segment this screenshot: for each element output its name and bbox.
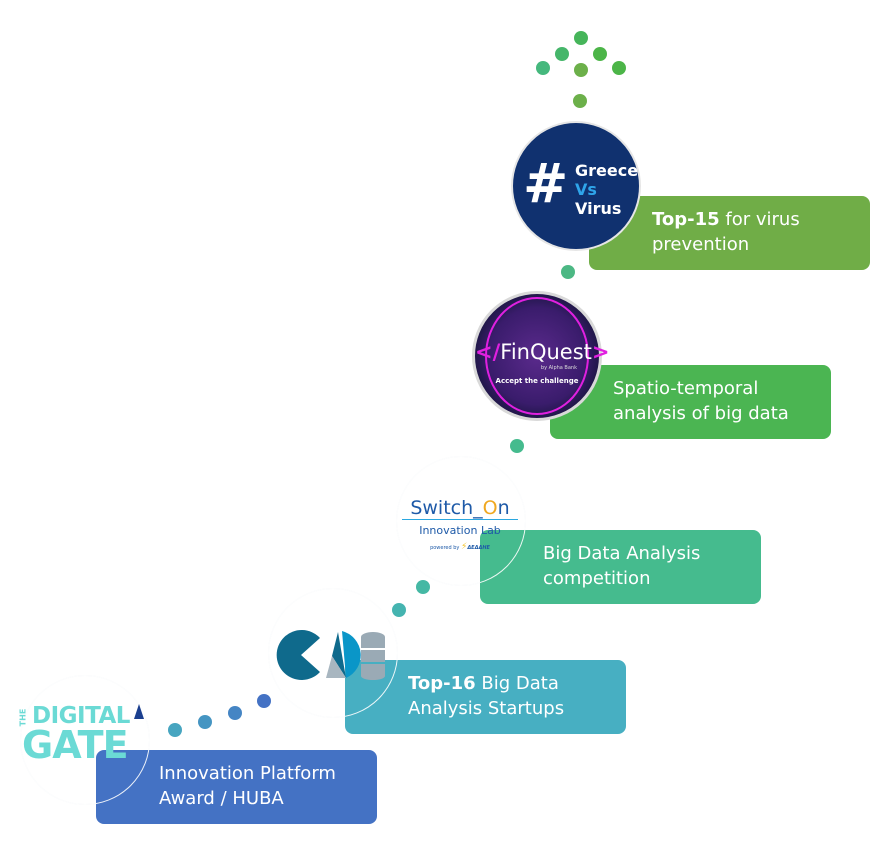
milestone-box-top16: Top-16 Big Data Analysis Startups — [345, 660, 626, 734]
path-dot — [168, 723, 182, 737]
arrow-dot — [536, 61, 550, 75]
arrow-dot — [574, 63, 588, 77]
path-dot — [228, 706, 242, 720]
greece-vs-virus-logo: # Greece Vs Virus — [511, 121, 641, 251]
arrow-dot — [574, 31, 588, 45]
chevron-left-icon: </ — [475, 340, 501, 364]
arrow-dot — [593, 47, 607, 61]
milestone-box-switchon: Big Data Analysis competition — [480, 530, 761, 604]
logo-gate: GATE — [22, 723, 129, 767]
milestone-text: Big Data Analysis Startups — [408, 673, 565, 719]
path-dot — [573, 94, 587, 108]
milestone-text: Big Data Analysis competition — [543, 543, 701, 589]
milestone-bold: Top-16 — [408, 673, 476, 694]
hashtag-icon: # — [523, 152, 569, 215]
arrow-dot — [555, 47, 569, 61]
path-dot — [198, 715, 212, 729]
milestone-text: for virus prevention — [652, 209, 800, 255]
path-dot — [510, 439, 524, 453]
arrow-dot — [612, 61, 626, 75]
logo-circle-outline — [20, 675, 150, 805]
milestone-bold: Top-15 — [652, 209, 720, 230]
finquest-logo: </FinQuest> by Alpha Bank Accept the cha… — [472, 291, 610, 421]
milestone-text: Spatio-temporal analysis of big data — [613, 378, 789, 424]
switch-on-logo: Switch_On Innovation Lab powered by ⚡ΔΕΔ… — [402, 497, 518, 552]
path-dot — [392, 603, 406, 617]
logo-circle-outline — [268, 588, 398, 718]
chevron-right-icon: > — [591, 340, 610, 364]
logo-digital: DIGITAL — [32, 703, 130, 729]
athens-logo-icon — [134, 704, 144, 719]
milestone-text: Innovation Platform Award / HUBA — [159, 763, 336, 809]
logo-circle-outline — [396, 456, 526, 586]
path-dot — [416, 580, 430, 594]
path-dot — [561, 265, 575, 279]
bolt-icon: ⚡ — [460, 542, 468, 552]
data-analytics-logo-icon — [276, 630, 385, 680]
path-dot — [257, 694, 271, 708]
